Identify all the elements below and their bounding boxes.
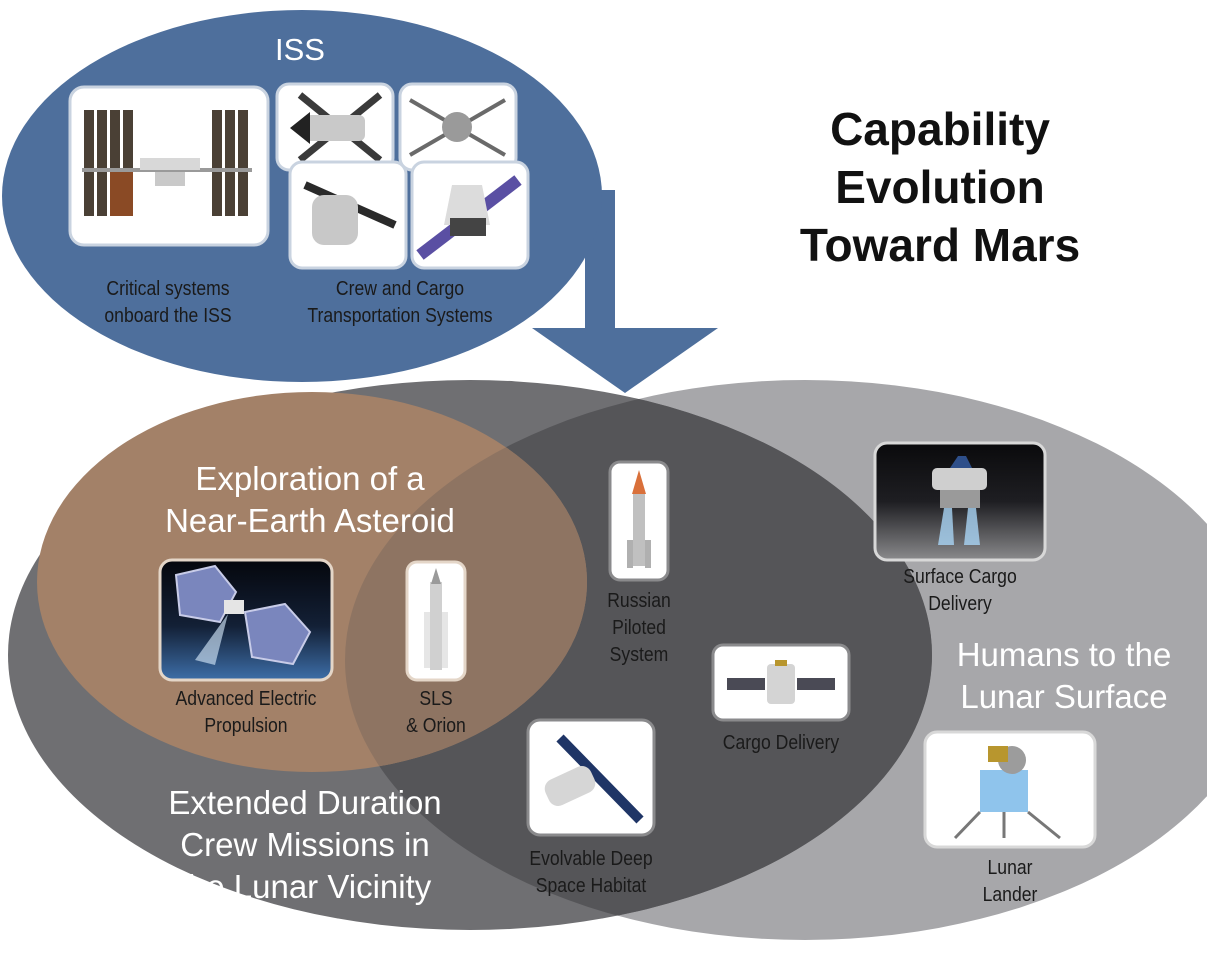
flow-arrow [532,190,718,393]
iss-heading: ISS [275,32,325,67]
asteroid-heading: Exploration of a Near-Earth Asteroid [165,460,455,539]
russian-system-label: Russian Piloted System [607,590,671,666]
lunar-lander-image [923,730,1097,849]
sls-orion-image [405,560,467,682]
electric-propulsion-image [158,558,334,682]
critical-systems-label: Critical systems onboard the ISS [104,278,232,327]
electric-propulsion-label: Advanced Electric Propulsion [175,688,317,737]
deep-space-habitat-image [526,718,656,837]
atv-spacecraft-image [398,82,518,172]
cargo-delivery-label: Cargo Delivery [722,732,840,754]
surface-cargo-label: Surface Cargo Delivery [903,566,1017,615]
sls-orion-label: SLS & Orion [406,688,466,737]
cargo-delivery-image [711,643,851,722]
cygnus-spacecraft-image [288,160,408,270]
transportation-systems-label: Crew and Cargo Transportation Systems [307,278,493,327]
dragon-spacecraft-image [410,160,530,270]
lunar-lander-label: Lunar Lander [982,857,1038,906]
lunar-surface-heading: Humans to the Lunar Surface [956,636,1172,715]
russian-rocket-image [608,460,670,582]
iss-station-image [68,85,270,247]
surface-cargo-image [873,441,1047,562]
lunar-vicinity-heading: Extended Duration Crew Missions in the L… [168,784,442,905]
habitat-label: Evolvable Deep Space Habitat [529,848,653,897]
diagram-title: Capability Evolution Toward Mars [799,103,1081,271]
orion-spacecraft-image [275,82,395,172]
